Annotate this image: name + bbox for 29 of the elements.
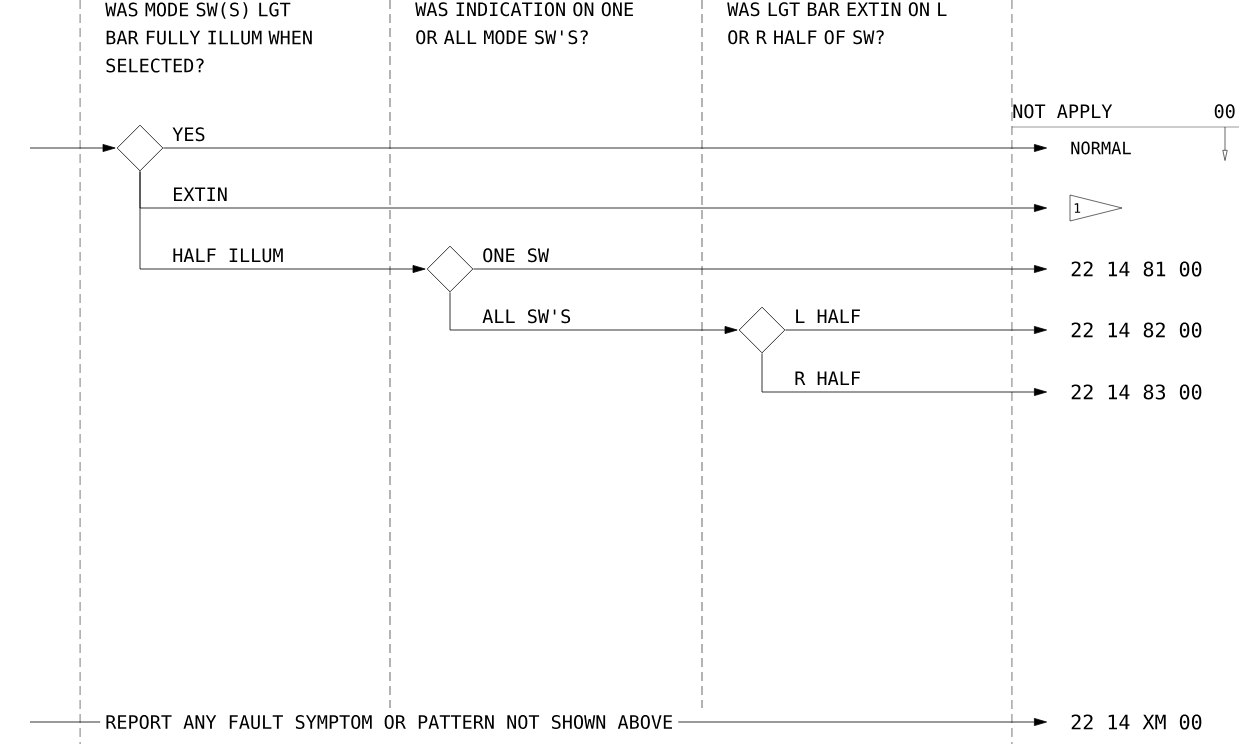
result-code: 22 14 XM 00 (1071, 714, 1202, 730)
arrow (449, 292, 738, 334)
edge-label: ALL SW'S (482, 309, 571, 324)
note-flag: 1 (1069, 194, 1123, 222)
edge-label: HALF ILLUM (173, 248, 283, 263)
arrow (785, 326, 1047, 334)
decision-diamond (426, 245, 474, 293)
arrow (139, 171, 426, 273)
column-label: 00 (1214, 104, 1235, 119)
edge-label: REPORT ANY FAULT SYMPTOM OR PATTERN NOT SHOWN ABOVE (100, 713, 679, 731)
question-heading: WAS LGT BAR EXTIN ON L OR R HALF OF SW? (727, 2, 947, 45)
result-code: 22 14 83 00 (1071, 384, 1202, 400)
result-code: 22 14 81 00 (1071, 261, 1202, 277)
edge-label: L HALF (796, 309, 860, 323)
edge-label: R HALF (795, 371, 860, 385)
edge-label: YES (172, 127, 205, 142)
decision-diamond (738, 306, 786, 354)
edge-label: ONE SW (483, 248, 550, 263)
arrow (473, 265, 1047, 273)
column-label: NOT APPLY (1013, 104, 1113, 119)
edge-label: EXTIN (174, 187, 227, 201)
arrow (163, 144, 1047, 152)
arrow (29, 144, 116, 152)
result-code: NORMAL (1071, 141, 1131, 155)
decision-diamond (116, 124, 164, 172)
question-heading: WAS INDICATION ON ONE OR ALL MODE SW'S? (415, 2, 633, 45)
arrow (761, 353, 1047, 396)
question-heading: WAS MODE SW(S) LGT BAR FULLY ILLUM WHEN SELECTED? (105, 2, 312, 73)
result-code: 22 14 82 00 (1071, 322, 1202, 338)
